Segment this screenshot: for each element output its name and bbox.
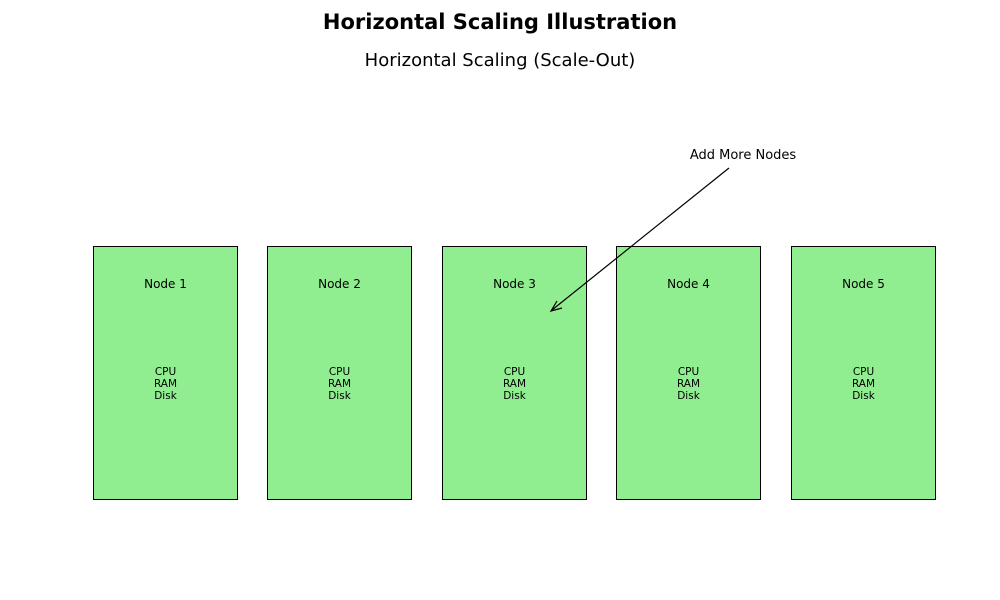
node-resources: CPU RAM Disk [443,366,586,402]
diagram-title: Horizontal Scaling Illustration [322,10,678,34]
node-box-3: Node 3 CPU RAM Disk [442,246,587,500]
resource-cpu: CPU [852,366,875,378]
node-box-4: Node 4 CPU RAM Disk [616,246,761,500]
resource-disk: Disk [154,390,177,402]
resource-disk: Disk [503,390,526,402]
node-label: Node 5 [842,277,885,291]
node-resources: CPU RAM Disk [268,366,411,402]
resource-ram: RAM [676,378,701,390]
resource-cpu: CPU [503,366,526,378]
resource-cpu: CPU [677,366,700,378]
resource-disk: Disk [677,390,700,402]
node-label: Node 1 [144,277,187,291]
resource-disk: Disk [328,390,351,402]
node-label: Node 4 [667,277,710,291]
resource-cpu: CPU [328,366,351,378]
resource-ram: RAM [327,378,352,390]
diagram-subtitle: Horizontal Scaling (Scale-Out) [364,50,636,71]
resource-cpu: CPU [154,366,177,378]
resource-ram: RAM [851,378,876,390]
node-resources: CPU RAM Disk [94,366,237,402]
resource-ram: RAM [153,378,178,390]
node-label: Node 2 [318,277,361,291]
node-resources: CPU RAM Disk [792,366,935,402]
add-more-nodes-annotation: Add More Nodes [689,148,797,163]
resource-disk: Disk [852,390,875,402]
node-box-2: Node 2 CPU RAM Disk [267,246,412,500]
resource-ram: RAM [502,378,527,390]
node-box-1: Node 1 CPU RAM Disk [93,246,238,500]
node-label: Node 3 [493,277,536,291]
node-resources: CPU RAM Disk [617,366,760,402]
node-box-5: Node 5 CPU RAM Disk [791,246,936,500]
